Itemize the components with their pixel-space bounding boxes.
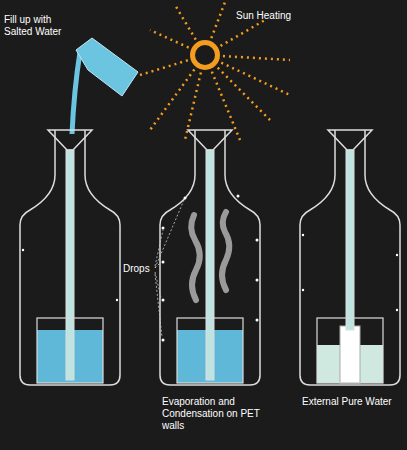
drops-label: Drops [123,263,155,275]
evaporation-label: Evaporation and Condensation on PET wall… [162,396,262,432]
sun [140,2,290,140]
fill-label: Fill up with Salted Water [4,14,72,38]
sun-label: Sun Heating [236,10,306,22]
pure-water-label: External Pure Water [302,396,392,408]
